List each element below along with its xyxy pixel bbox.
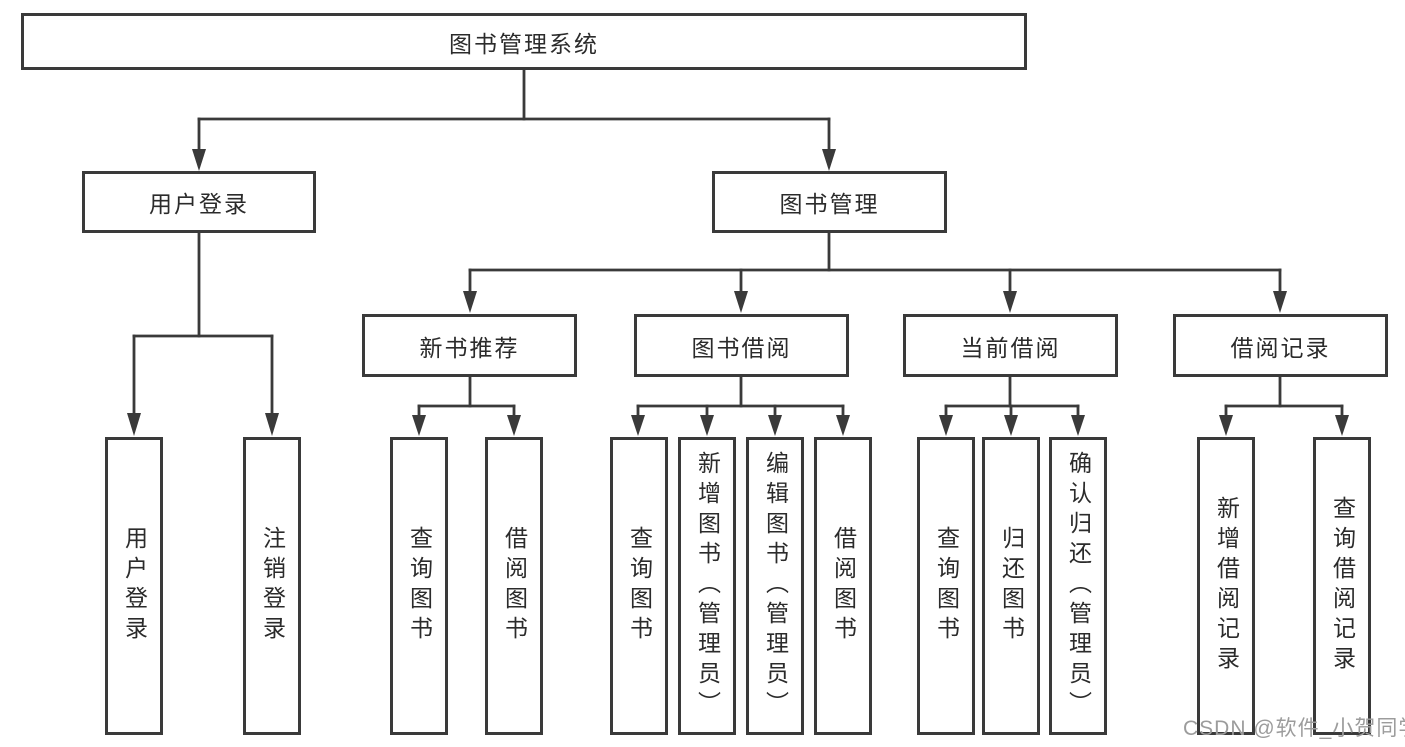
- node-borrow-records: 借阅记录: [1173, 314, 1388, 377]
- node-new-book-recommend-label: 新书推荐: [419, 334, 520, 361]
- leaf-bb-add-books-admin-label: 新增图书（管理员）: [694, 451, 721, 721]
- node-root: 图书管理系统: [21, 13, 1027, 70]
- leaf-bb-add-books-admin: 新增图书（管理员）: [678, 437, 736, 735]
- node-current-borrow-label: 当前借阅: [960, 334, 1061, 361]
- node-book-management: 图书管理: [712, 171, 947, 233]
- leaf-bb-query-books: 查询图书: [610, 437, 668, 735]
- node-book-borrow-label: 图书借阅: [691, 334, 792, 361]
- node-book-management-label: 图书管理: [779, 191, 880, 217]
- edge-new-book-to-leaves: [412, 375, 521, 436]
- edge-borrow-records-to-leaves: [1219, 375, 1349, 436]
- node-book-borrow: 图书借阅: [634, 314, 849, 377]
- leaf-cb-query-books-label: 查询图书: [933, 526, 960, 646]
- edge-root-to-level2: [192, 68, 836, 171]
- leaf-bb-query-books-label: 查询图书: [626, 526, 653, 646]
- node-current-borrow: 当前借阅: [903, 314, 1118, 377]
- leaf-br-query-record-label: 查询借阅记录: [1329, 496, 1356, 676]
- leaf-cb-return-books-label: 归还图书: [998, 526, 1025, 646]
- leaf-user-login-label: 用户登录: [121, 526, 148, 646]
- leaf-bb-borrow-books: 借阅图书: [814, 437, 872, 735]
- node-user-login-label: 用户登录: [149, 191, 249, 217]
- edge-book-management-to-level3: [463, 231, 1287, 313]
- leaf-nb-borrow-books-label: 借阅图书: [501, 526, 528, 646]
- leaf-user-login: 用户登录: [105, 437, 163, 735]
- edge-current-borrow-to-leaves: [939, 375, 1085, 436]
- node-root-label: 图书管理系统: [449, 30, 599, 57]
- leaf-cb-query-books: 查询图书: [917, 437, 975, 735]
- leaf-nb-query-books: 查询图书: [390, 437, 448, 735]
- leaf-bb-edit-books-admin-label: 编辑图书（管理员）: [762, 451, 789, 721]
- leaf-nb-query-books-label: 查询图书: [406, 526, 433, 646]
- node-borrow-records-label: 借阅记录: [1230, 334, 1331, 361]
- leaf-bb-edit-books-admin: 编辑图书（管理员）: [746, 437, 804, 735]
- edge-user-login-to-leaves: [127, 231, 279, 436]
- node-new-book-recommend: 新书推荐: [362, 314, 577, 377]
- node-user-login: 用户登录: [82, 171, 316, 233]
- watermark-text: CSDN @软件_小贺同学: [1183, 717, 1405, 740]
- leaf-br-add-record: 新增借阅记录: [1197, 437, 1255, 735]
- leaf-cb-confirm-return-admin-label: 确认归还（管理员）: [1065, 451, 1092, 721]
- leaf-cb-return-books: 归还图书: [982, 437, 1040, 735]
- leaf-bb-borrow-books-label: 借阅图书: [830, 526, 857, 646]
- leaf-logout: 注销登录: [243, 437, 301, 735]
- edge-book-borrow-to-leaves: [631, 375, 850, 436]
- leaf-logout-label: 注销登录: [259, 526, 286, 646]
- leaf-cb-confirm-return-admin: 确认归还（管理员）: [1049, 437, 1107, 735]
- leaf-nb-borrow-books: 借阅图书: [485, 437, 543, 735]
- leaf-br-add-record-label: 新增借阅记录: [1213, 496, 1240, 676]
- leaf-br-query-record: 查询借阅记录: [1313, 437, 1371, 735]
